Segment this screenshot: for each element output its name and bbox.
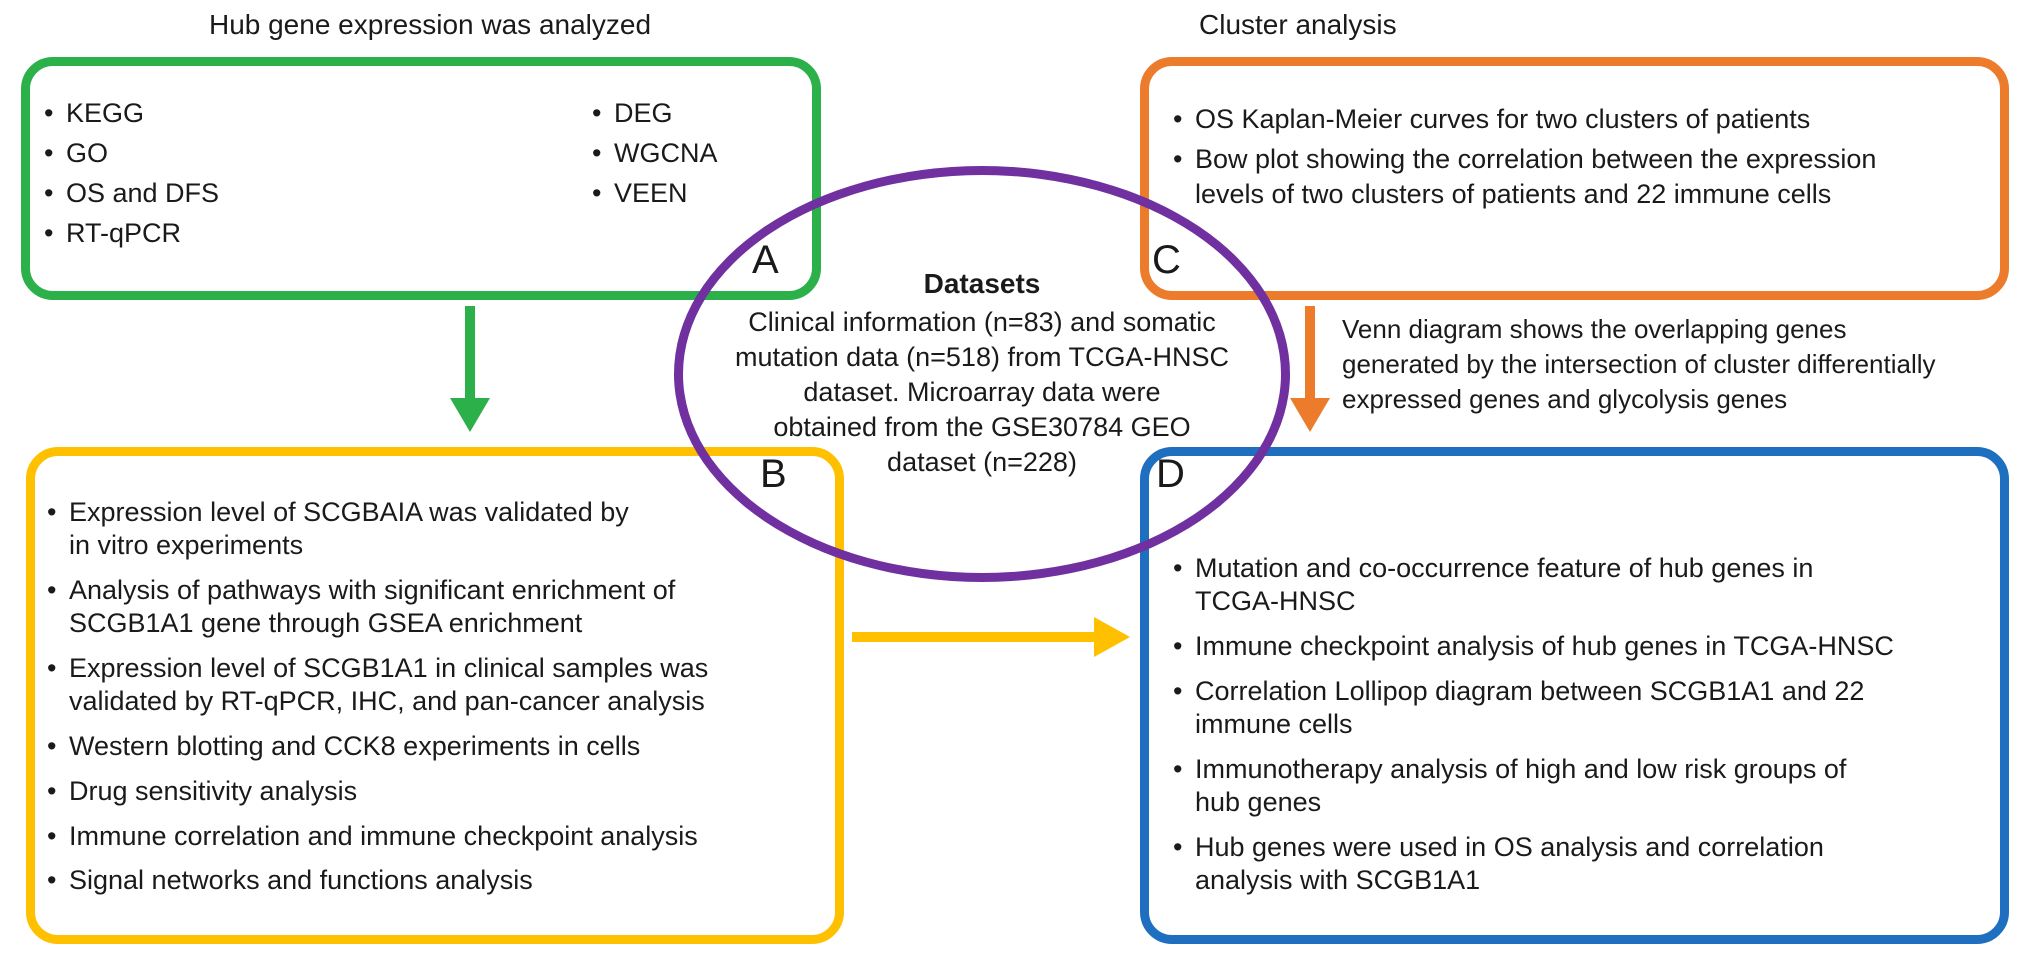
cluster-analysis-box: OS Kaplan-Meier curves for two clusters … bbox=[1140, 57, 2009, 300]
bullet-item: Hub genes were used in OS analysis and c… bbox=[1169, 831, 1986, 897]
datasets-description: Clinical information (n=83) and somatic … bbox=[735, 307, 1229, 478]
bullet-item: VEEN bbox=[588, 176, 718, 211]
box-c-list: OS Kaplan-Meier curves for two clusters … bbox=[1149, 66, 2000, 212]
green-arrow-a-to-b-icon bbox=[450, 306, 490, 432]
bullet-item: Immune checkpoint analysis of hub genes … bbox=[1169, 630, 1986, 663]
box-a-title: Hub gene expression was analyzed bbox=[208, 9, 652, 40]
bullet-item: GO bbox=[40, 136, 588, 171]
bullet-item: Bow plot showing the correlation between… bbox=[1169, 142, 1986, 212]
bullet-item: RT-qPCR bbox=[40, 216, 588, 251]
box-c-title: Cluster analysis bbox=[1199, 9, 1397, 40]
bullet-item: DEG bbox=[588, 96, 718, 131]
hub-gene-expression-box: KEGG GO OS and DFS RT-qPCR DEG WGCNA VEE… bbox=[21, 57, 821, 300]
panel-letter-b: B bbox=[760, 452, 787, 496]
orange-arrow-c-to-d-icon bbox=[1290, 306, 1330, 432]
venn-diagram-note: Venn diagram shows the overlapping genes… bbox=[1342, 314, 1936, 415]
bullet-item: KEGG bbox=[40, 96, 588, 131]
yellow-arrow-b-to-d-icon bbox=[852, 617, 1130, 657]
box-a-list-right: DEG WGCNA VEEN bbox=[588, 96, 718, 256]
box-a-columns: KEGG GO OS and DFS RT-qPCR DEG WGCNA VEE… bbox=[30, 66, 812, 256]
bullet-item: Correlation Lollipop diagram between SCG… bbox=[1169, 675, 1986, 741]
datasets-ellipse: Datasets Clinical information (n=83) and… bbox=[674, 166, 1290, 582]
bullet-item: OS and DFS bbox=[40, 176, 588, 211]
bullet-item: Immune correlation and immune checkpoint… bbox=[43, 820, 823, 853]
datasets-title: Datasets bbox=[923, 268, 1041, 300]
bullet-item: Signal networks and functions analysis bbox=[43, 864, 823, 897]
bullet-item: Western blotting and CCK8 experiments in… bbox=[43, 730, 823, 763]
bullet-item: WGCNA bbox=[588, 136, 718, 171]
box-a-list-left: KEGG GO OS and DFS RT-qPCR bbox=[40, 96, 588, 256]
bullet-item: Mutation and co-occurrence feature of hu… bbox=[1169, 552, 1986, 618]
bullet-item: Analysis of pathways with significant en… bbox=[43, 574, 823, 640]
bullet-item: OS Kaplan-Meier curves for two clusters … bbox=[1169, 102, 1986, 137]
panel-letter-d: D bbox=[1156, 452, 1185, 496]
box-b-list: Expression level of SCGBAIA was validate… bbox=[35, 456, 835, 897]
bullet-item: Immunotherapy analysis of high and low r… bbox=[1169, 753, 1986, 819]
scgb1a1-validation-box: Expression level of SCGBAIA was validate… bbox=[26, 447, 844, 944]
box-d-list: Mutation and co-occurrence feature of hu… bbox=[1149, 456, 2000, 896]
panel-letter-a: A bbox=[752, 238, 779, 282]
bullet-item: Expression level of SCGBAIA was validate… bbox=[43, 496, 823, 562]
hub-genes-analysis-box: Mutation and co-occurrence feature of hu… bbox=[1140, 447, 2009, 944]
bullet-item: Drug sensitivity analysis bbox=[43, 775, 823, 808]
panel-letter-c: C bbox=[1152, 238, 1181, 282]
bullet-item: Expression level of SCGB1A1 in clinical … bbox=[43, 652, 823, 718]
